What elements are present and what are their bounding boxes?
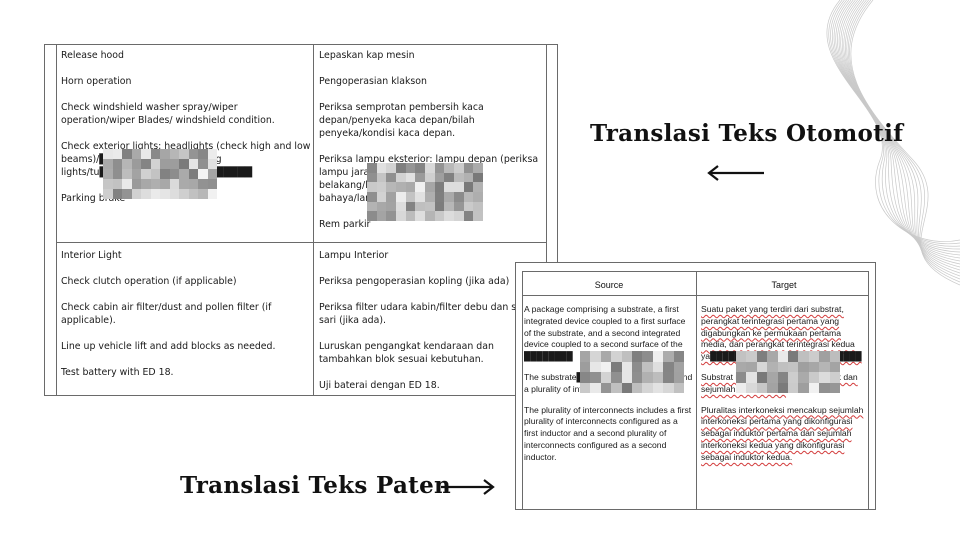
auto-target-line: Lampu Interior <box>319 250 389 261</box>
auto-target-cell-2: Lampu Interior Periksa pengoperasian kop… <box>319 249 545 392</box>
auto-target-line: Luruskan pengangkat kendaraan dan tambah… <box>319 341 494 365</box>
pixelated-redaction <box>367 163 483 221</box>
auto-source-line: Check cabin air filter/dust and pollen f… <box>61 302 272 326</box>
auto-target-line: Uji baterai dengan ED 18. <box>319 380 440 391</box>
patent-translation-table: Source Target A package comprising a sub… <box>515 262 876 510</box>
patent-source-paragraph: A package comprising a substrate, a firs… <box>524 304 686 362</box>
pixelated-redaction <box>736 351 840 393</box>
auto-target-line: Pengoperasian klakson <box>319 76 427 87</box>
arrow-right-icon <box>441 479 495 495</box>
patent-target-paragraph: Pluralitas interkoneksi mencakup sejumla… <box>701 404 864 462</box>
wave-decoration <box>826 0 960 286</box>
caption-patent: Translasi Teks Paten <box>180 472 452 499</box>
auto-source-line: Check windshield washer spray/wiper oper… <box>61 102 275 126</box>
auto-source-line: Check clutch operation (if applicable) <box>61 276 237 287</box>
auto-target-line: Lepaskan kap mesin <box>319 50 415 61</box>
auto-target-line: Periksa filter udara kabin/filter debu d… <box>319 302 544 326</box>
auto-source-line: Release hood <box>61 50 124 61</box>
auto-target-line: Rem parkir <box>319 219 371 230</box>
auto-source-line: Interior Light <box>61 250 122 261</box>
auto-target-line: Periksa pengoperasian kopling (jika ada) <box>319 276 510 287</box>
auto-target-line: Periksa semprotan pembersih kaca depan/p… <box>319 102 484 139</box>
auto-source-line: Horn operation <box>61 76 132 87</box>
caption-automotive: Translasi Teks Otomotif <box>590 120 904 147</box>
auto-source-line: Line up vehicle lift and add blocks as n… <box>61 341 276 352</box>
auto-source-line: Test battery with ED 18. <box>61 367 174 378</box>
pixelated-redaction <box>103 149 217 199</box>
automotive-translation-table: Release hood Horn operation Check windsh… <box>44 44 558 396</box>
patent-header-source: Source <box>594 280 624 290</box>
arrow-left-icon <box>707 165 764 181</box>
auto-source-cell-2: Interior Light Check clutch operation (i… <box>61 249 311 379</box>
patent-header-target: Target <box>771 280 797 290</box>
patent-source-paragraph: The plurality of interconnects includes … <box>524 404 692 462</box>
auto-source-line: Parking brake <box>61 193 126 204</box>
pixelated-redaction <box>580 351 684 393</box>
